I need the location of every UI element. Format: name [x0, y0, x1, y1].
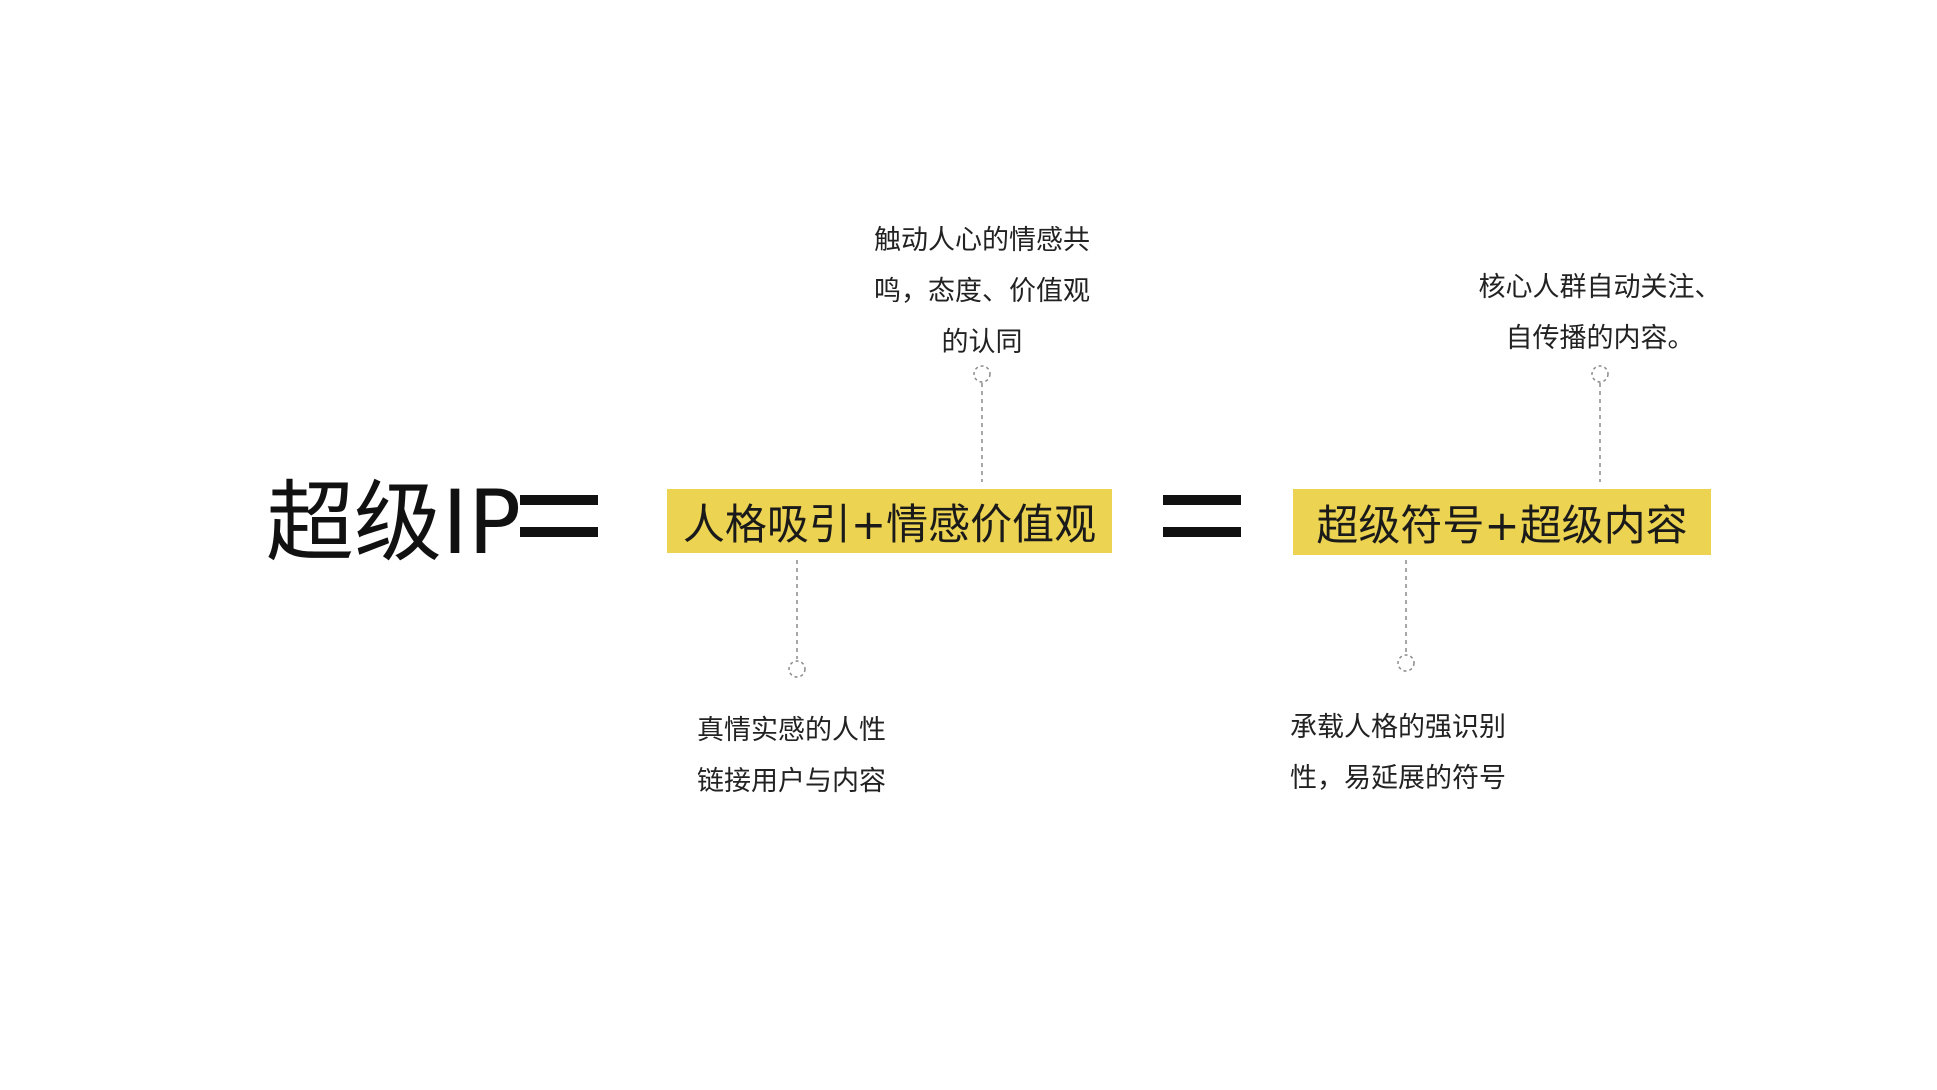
connector-node-term1-bottom: [788, 660, 806, 678]
note-term1-emotion: 触动人心的情感共 鸣，态度、价值观 的认同: [850, 215, 1114, 368]
note-line: 性，易延展的符号: [1290, 763, 1506, 794]
connector-node-term1-top: [973, 365, 991, 383]
equals-sign-1: [520, 495, 598, 537]
term-label-symbol: 超级符号+超级内容: [1316, 500, 1688, 550]
connector-node-term2-top: [1591, 365, 1609, 383]
note-term1-humanity: 真情实感的人性 链接用户与内容: [697, 705, 886, 807]
note-line: 鸣，态度、价值观: [874, 276, 1090, 307]
connector-node-term2-bottom: [1397, 654, 1415, 672]
note-line: 核心人群自动关注、: [1478, 272, 1722, 303]
equals-sign-2: [1163, 495, 1241, 537]
note-term2-content: 核心人群自动关注、 自传播的内容。: [1455, 262, 1745, 364]
note-line: 链接用户与内容: [697, 766, 886, 797]
note-term2-symbol: 承载人格的强识别 性，易延展的符号: [1290, 702, 1506, 804]
formula-title: 超级IP: [266, 471, 522, 574]
note-line: 触动人心的情感共: [874, 225, 1090, 256]
note-line: 自传播的内容。: [1505, 323, 1695, 354]
note-line: 承载人格的强识别: [1290, 712, 1506, 743]
term-label-personality: 人格吸引+情感价值观: [682, 499, 1097, 549]
note-line: 的认同: [941, 327, 1023, 358]
term-box-symbol: 超级符号+超级内容: [1293, 489, 1711, 555]
note-line: 真情实感的人性: [697, 715, 886, 746]
term-box-personality: 人格吸引+情感价值观: [667, 489, 1112, 553]
